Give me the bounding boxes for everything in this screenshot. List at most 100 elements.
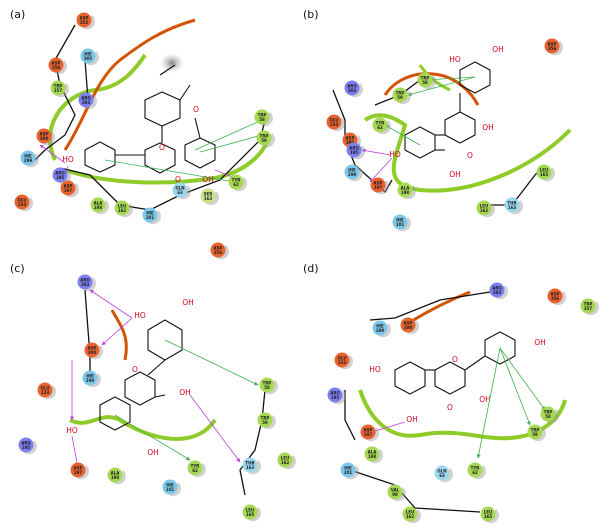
residue-number: 162 — [118, 208, 127, 213]
residue-name: HIE — [166, 483, 174, 488]
residue-number: 300 — [88, 350, 97, 355]
hbond-c1 — [101, 317, 133, 346]
residue-number: 201 — [344, 470, 353, 475]
pipi-a1 — [199, 134, 263, 153]
panel-c: (c) HO OH OH O HO OH ASP356ARG383ASP300H… — [10, 242, 296, 522]
residue-name: ASP — [88, 346, 97, 351]
pipi-d2 — [499, 347, 531, 426]
residue-bubble — [60, 180, 76, 196]
backbone-b — [332, 89, 393, 194]
residue-number: 59 — [532, 432, 538, 437]
atom-o-a2: O — [159, 143, 165, 152]
residue-name: LEU — [484, 510, 493, 515]
residue-bubble — [48, 57, 64, 73]
ligand-d — [394, 331, 516, 395]
exposure-line-c — [110, 309, 128, 361]
residue-bubble — [372, 320, 388, 336]
residue-number: 197 — [74, 470, 83, 475]
residue-name: TRP — [421, 76, 430, 81]
atom-oh-c2: OH — [179, 388, 191, 397]
panel-b: (b) HO OH OH O HO OH ASP356ARG383TRP58TR… — [303, 8, 572, 232]
residue-number: 299 — [86, 378, 95, 383]
residue-number: 163 — [246, 465, 255, 470]
residue-number: 98 — [392, 492, 398, 497]
residue-bubble — [259, 377, 275, 393]
residue-bubble — [50, 80, 66, 96]
residue-name: TRP — [263, 381, 272, 386]
residue-number: 101 — [396, 222, 405, 227]
residue-name: TYR — [232, 178, 241, 183]
hbond-c5 — [189, 394, 241, 463]
pipi-b1 — [424, 76, 476, 82]
residue-name: LEU — [246, 508, 255, 513]
atom-oh-d1: OH — [534, 338, 546, 347]
residue-name: ASP — [80, 16, 89, 21]
pipi-a3 — [104, 159, 236, 184]
hbond-a1 — [39, 144, 66, 164]
residue-name: SER — [204, 192, 213, 197]
residue-number: 165 — [540, 172, 549, 177]
residue-name: ASP — [52, 61, 61, 66]
residue-name: TYR — [191, 464, 200, 469]
atom-o-a1: O — [193, 105, 199, 114]
residue-name: HIE — [84, 52, 92, 57]
residues-a: ASP352ASP356HIE305TRP357ARG383TRP58TRP59… — [14, 12, 275, 225]
atom-oh-d3: OH — [406, 415, 418, 424]
residue-bubble — [346, 142, 362, 158]
residue-name: LEU — [281, 456, 290, 461]
residue-bubble — [344, 164, 360, 180]
residue-name: TRP — [258, 113, 267, 118]
residue-number: 195 — [22, 445, 31, 450]
residue-number: 162 — [281, 460, 290, 465]
residue-number: 62 — [472, 470, 478, 475]
residue-number: 197 — [64, 188, 73, 193]
residue-bubble — [107, 467, 123, 483]
exposure-line-b — [383, 72, 480, 106]
hbond-c2 — [89, 289, 133, 319]
residue-name: ASP — [346, 136, 355, 141]
residue-number: 63 — [439, 473, 445, 478]
residue-name: VAL — [391, 488, 400, 493]
residue-bubble — [80, 48, 96, 64]
residue-name: ASP — [64, 184, 73, 189]
residue-name: ARG — [347, 84, 356, 89]
residue-name: HIE — [86, 374, 94, 379]
residue-bubble — [489, 282, 505, 298]
residue-bubble — [77, 274, 93, 290]
residue-bubble — [476, 200, 492, 216]
residue-name: ASP — [74, 466, 83, 471]
residue-bubble — [114, 200, 130, 216]
residue-number: 62 — [377, 125, 383, 130]
atom-oh-b2: OH — [482, 123, 494, 132]
residue-bubble — [434, 465, 450, 481]
residue-number: 357 — [54, 88, 63, 93]
residue-bubble — [326, 114, 342, 130]
hbond-b1 — [361, 148, 391, 156]
panel-label-d: (d) — [303, 262, 319, 275]
residue-bubble — [200, 188, 216, 204]
atom-oh-a1: OH — [202, 175, 214, 184]
panel-a: (a) O O O OH HO — [10, 8, 275, 225]
panel-label-c: (c) — [10, 262, 25, 275]
atom-ho-b2: HO — [389, 150, 401, 159]
residue-number: 62 — [192, 468, 198, 473]
residue-name: LEU — [540, 168, 549, 173]
